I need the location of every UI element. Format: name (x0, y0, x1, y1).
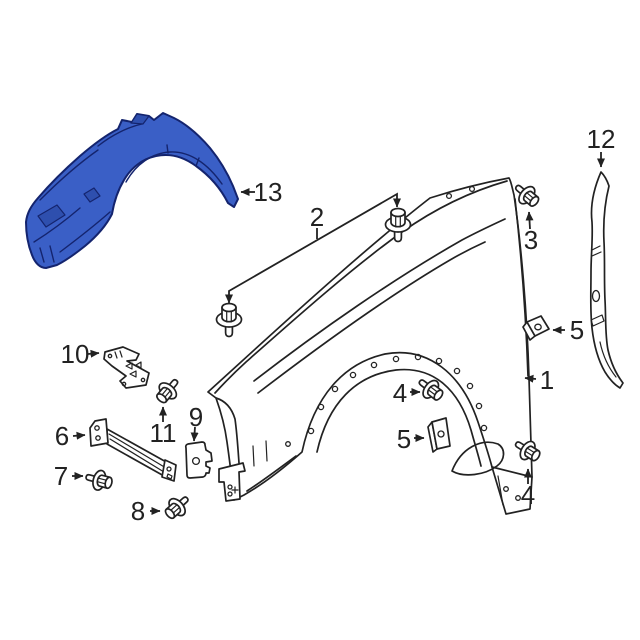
fender-liner-part (25, 112, 239, 269)
callout-5-lower-clip: 5 (397, 424, 411, 454)
callout-3-bolt: 3 (524, 225, 538, 255)
clip-bracket-lower-part (427, 417, 451, 453)
support-rail-part (89, 418, 177, 482)
bolt-2-lower (215, 302, 243, 338)
callout-5-upper-clip: 5 (570, 315, 584, 345)
callout-6-rail: 6 (55, 421, 69, 451)
leader-10 (87, 349, 100, 358)
fender-part (207, 177, 533, 515)
callout-leaders (72, 152, 605, 515)
callout-4-mid-bolt: 4 (393, 378, 407, 408)
arch-bolt-holes (307, 353, 488, 435)
bolt-7 (82, 466, 115, 494)
callout-13-fender-liner: 13 (254, 177, 283, 207)
small-bracket-part (184, 441, 213, 479)
callout-12-apron-strip: 12 (587, 124, 616, 154)
callout-2-bolts: 2 (310, 202, 324, 232)
leader-3 (525, 211, 534, 230)
callout-10-bracket: 10 (61, 339, 90, 369)
callout-8-bolt: 8 (131, 496, 145, 526)
bolt-8 (160, 489, 195, 524)
leader-6 (72, 431, 86, 440)
callout-7-bolt: 7 (54, 461, 68, 491)
bolt-4-mid (413, 372, 448, 406)
leader-1 (524, 374, 537, 383)
callout-labels: 13 2 3 12 5 1 4 5 4 10 11 6 9 7 8 (54, 124, 616, 526)
callout-1-fender: 1 (540, 365, 554, 395)
upper-bracket-part (103, 346, 150, 389)
callout-9-bracket: 9 (189, 402, 203, 432)
clip-bracket-upper-part (522, 315, 550, 341)
leader-9 (190, 426, 199, 442)
callout-11-bolt: 11 (150, 418, 177, 448)
callout-4-lower-bolt: 4 (521, 480, 535, 510)
leader-2 (225, 192, 401, 304)
bolt-11 (151, 373, 185, 408)
apron-strip-part (589, 171, 624, 389)
